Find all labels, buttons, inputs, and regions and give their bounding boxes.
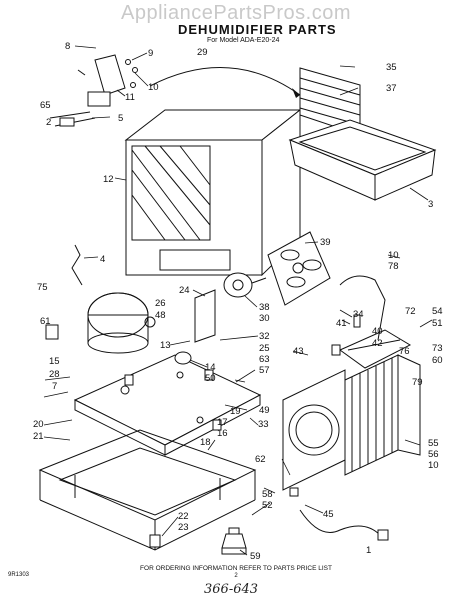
coil-assembly-part	[339, 329, 421, 476]
callout-label: 23	[178, 522, 189, 533]
ordering-note: FOR ORDERING INFORMATION REFER TO PARTS …	[140, 565, 332, 572]
callout-label: 4	[100, 254, 105, 265]
callout-label: 32	[259, 331, 270, 342]
chassis-frame-part	[38, 429, 257, 551]
callout-label: 60	[432, 355, 443, 366]
callout-label: 33	[258, 419, 269, 430]
callout-label: 29	[197, 47, 208, 58]
callout-label: 48	[155, 310, 166, 321]
callout-label: 65	[40, 100, 51, 111]
callout-label: 41	[336, 318, 347, 329]
diagram-title: DEHUMIDIFIER PARTS	[178, 22, 337, 37]
callout-label: 16	[217, 428, 228, 439]
wire-part	[71, 244, 83, 286]
callout-label: 11	[125, 92, 135, 103]
callout-label: 13	[160, 340, 171, 351]
watermark-text: AppliancePartsPros.com	[121, 2, 351, 24]
callout-label: 17	[217, 417, 228, 428]
assembly-arrow	[149, 67, 301, 96]
callout-label: 8	[65, 41, 70, 52]
callout-label: 76	[399, 346, 410, 357]
compressor-part	[45, 292, 156, 354]
callout-label: 22	[178, 511, 189, 522]
callout-label: 49	[259, 405, 270, 416]
callout-label: 79	[412, 377, 423, 388]
small-hardware	[124, 314, 361, 548]
callout-label: 72	[405, 306, 416, 317]
refrigerant-tubing	[339, 275, 386, 341]
callout-label: 30	[259, 313, 270, 324]
callout-label: 9	[148, 48, 153, 59]
callout-label: 78	[388, 261, 399, 272]
callout-label: 21	[33, 431, 44, 442]
callout-label: 10	[148, 82, 159, 93]
callout-label: 75	[37, 282, 48, 293]
callout-label: 51	[432, 318, 443, 329]
callout-label: 28	[49, 369, 60, 380]
callout-label: 43	[293, 346, 304, 357]
control-assembly-part	[49, 54, 138, 127]
callout-label: 59	[250, 551, 261, 562]
fan-shroud-part	[282, 369, 346, 491]
callout-label: 50	[205, 373, 216, 384]
water-bucket-part	[288, 119, 437, 201]
callout-label: 62	[255, 454, 266, 465]
callout-label: 54	[432, 306, 443, 317]
callout-label: 40	[372, 326, 383, 337]
callout-label: 37	[386, 83, 397, 94]
arrow-head	[292, 88, 300, 98]
callout-label: 63	[259, 354, 270, 365]
callout-label: 20	[33, 419, 44, 430]
callout-label: 42	[372, 338, 383, 349]
cabinet-part	[124, 108, 302, 277]
plug-icon	[377, 529, 389, 541]
callout-label: 25	[259, 343, 270, 354]
callout-label: 61	[40, 316, 51, 327]
callout-label: 7	[52, 381, 57, 392]
part-callouts: 8 9 10 11 65 5 2 29 35 37 12 3 39 10 78 …	[33, 41, 443, 562]
callout-label: 12	[103, 174, 114, 185]
callout-label: 35	[386, 62, 397, 73]
callout-label: 10	[428, 460, 439, 471]
page-number: 2	[234, 573, 238, 579]
diagram-subtitle: For Model ADA-E20-24	[207, 37, 280, 44]
callout-label: 18	[200, 437, 211, 448]
footer-code: 9R1303	[8, 572, 30, 578]
callout-label: 15	[49, 356, 60, 367]
callout-label: 3	[428, 199, 433, 210]
callout-label: 55	[428, 438, 439, 449]
callout-label: 5	[118, 113, 123, 124]
rear-grille-part	[299, 67, 361, 136]
callout-label: 45	[323, 509, 334, 520]
callout-label: 73	[432, 343, 443, 354]
fan-motor-part	[194, 272, 267, 343]
callout-label: 1	[366, 545, 371, 556]
callout-label: 24	[179, 285, 190, 296]
callout-label: 58	[262, 489, 273, 500]
callout-label: 26	[155, 298, 166, 309]
callout-label: 34	[353, 309, 364, 320]
power-cord-part	[299, 509, 381, 536]
callout-label: 57	[259, 365, 270, 376]
fan-blade-part	[267, 231, 331, 306]
leader-lines	[43, 45, 433, 556]
callout-label: 14	[205, 362, 216, 373]
callout-label: 2	[46, 117, 51, 128]
callout-label: 19	[230, 406, 241, 417]
callout-label: 39	[320, 237, 331, 248]
callout-label: 52	[262, 500, 273, 511]
callout-label: 38	[259, 302, 270, 313]
drain-bottle-part	[221, 527, 247, 555]
handwritten-code: 366-643	[204, 582, 259, 597]
callout-label: 56	[428, 449, 439, 460]
callout-label: 10	[388, 250, 399, 261]
